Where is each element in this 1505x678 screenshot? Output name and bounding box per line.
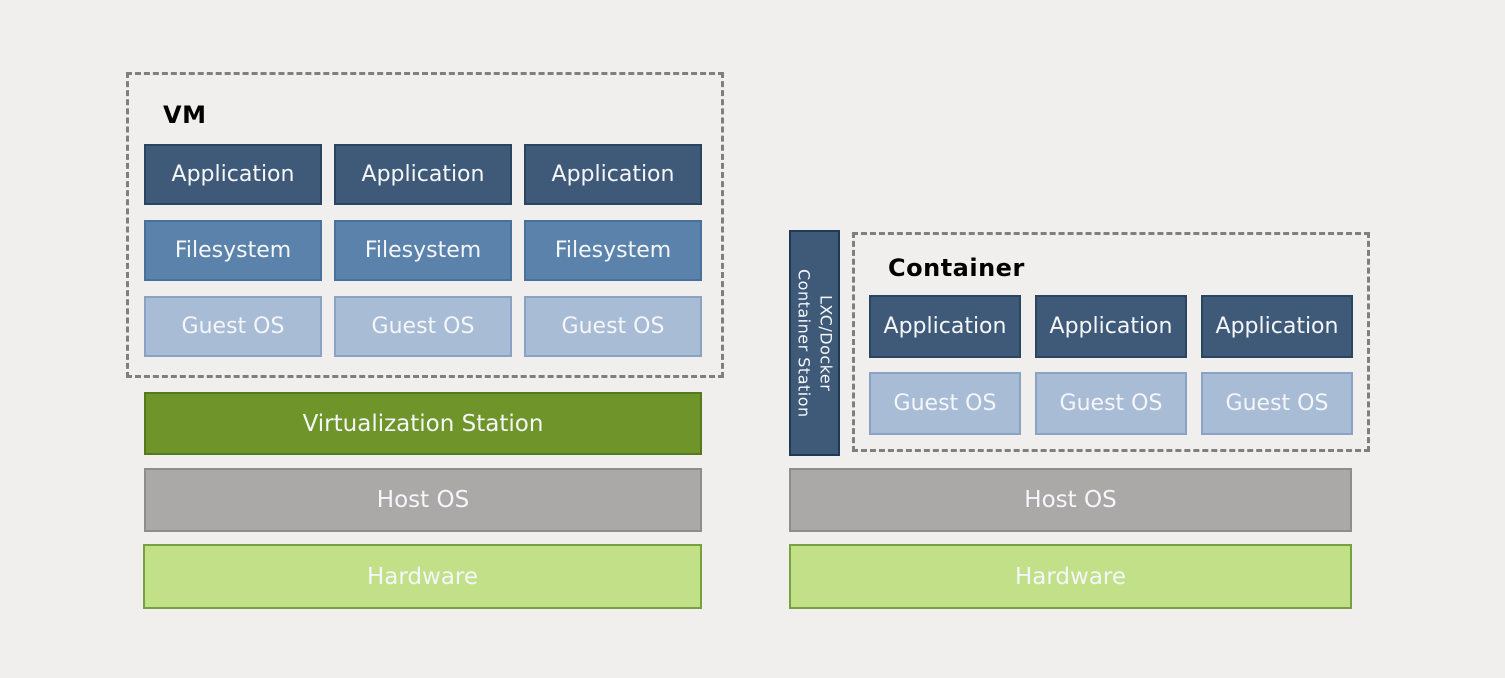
- hardware-layer-right: Hardware: [789, 544, 1352, 609]
- filesystem-box: Filesystem: [524, 220, 702, 281]
- container-stack-grid: Application Application Application Gues…: [869, 295, 1353, 435]
- vm-dashed-box: VM Application Application Application F…: [126, 72, 724, 378]
- filesystem-box: Filesystem: [144, 220, 322, 281]
- vm-title: VM: [163, 101, 207, 129]
- container-title: Container: [888, 254, 1025, 282]
- guest-os-box: Guest OS: [1035, 372, 1187, 435]
- hardware-layer-left: Hardware: [143, 544, 702, 609]
- application-box: Application: [524, 144, 702, 205]
- application-box: Application: [869, 295, 1021, 358]
- host-os-layer-left: Host OS: [144, 468, 702, 532]
- container-dashed-box: Container Application Application Applic…: [852, 232, 1370, 452]
- application-box: Application: [1201, 295, 1353, 358]
- guest-os-box: Guest OS: [869, 372, 1021, 435]
- container-station-line: Container Station: [794, 268, 814, 418]
- container-station-bar: Container Station LXC/Docker: [789, 230, 840, 456]
- virtualization-station-layer: Virtualization Station: [144, 392, 702, 455]
- application-box: Application: [1035, 295, 1187, 358]
- guest-os-box: Guest OS: [1201, 372, 1353, 435]
- application-box: Application: [144, 144, 322, 205]
- guest-os-box: Guest OS: [334, 296, 512, 357]
- vm-stack-grid: Application Application Application File…: [144, 144, 702, 357]
- filesystem-box: Filesystem: [334, 220, 512, 281]
- lxc-docker-line: LXC/Docker: [816, 294, 836, 392]
- container-station-bar-label: Container Station LXC/Docker: [793, 269, 837, 418]
- application-box: Application: [334, 144, 512, 205]
- guest-os-box: Guest OS: [524, 296, 702, 357]
- host-os-layer-right: Host OS: [789, 468, 1352, 532]
- guest-os-box: Guest OS: [144, 296, 322, 357]
